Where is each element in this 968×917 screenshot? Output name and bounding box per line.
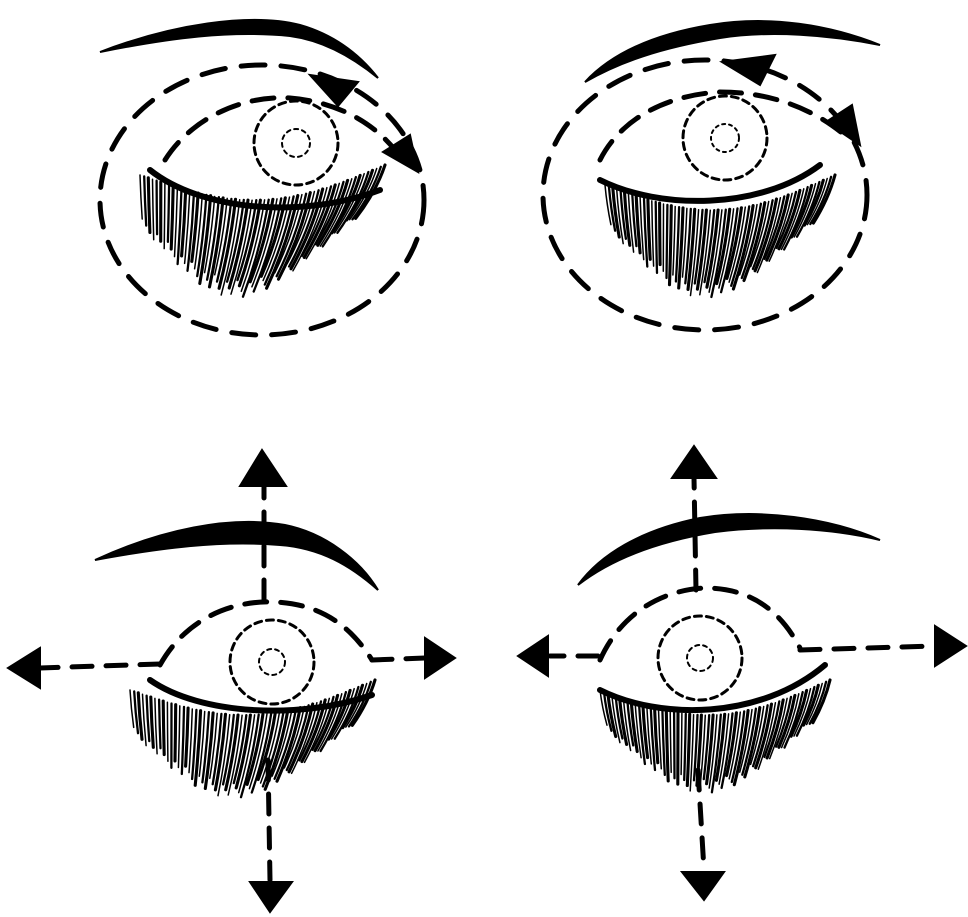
eyelash <box>153 179 154 239</box>
iris <box>230 620 314 704</box>
panel-bottom-left <box>8 450 455 912</box>
eyelash <box>660 203 661 265</box>
eyelash <box>655 708 658 763</box>
eyebrow <box>578 514 880 585</box>
arrow-up-head <box>240 450 286 486</box>
eyelash <box>175 705 176 761</box>
arrow-down-head <box>250 882 292 912</box>
upper-eyelid-dashed <box>600 588 800 660</box>
eyelash <box>662 710 664 775</box>
eyebrow <box>100 20 378 78</box>
arrow-right-line <box>800 646 935 650</box>
eyebrow <box>95 522 378 590</box>
arrow-down-line <box>698 770 704 870</box>
panel-bottom-right <box>518 446 966 900</box>
upper-eyelid-dashed <box>160 602 372 665</box>
eyelash <box>656 202 657 273</box>
lower-eyelid <box>600 665 825 710</box>
eyelash <box>666 711 668 781</box>
eyelash <box>670 712 671 773</box>
eyelash <box>670 206 672 285</box>
eyelash <box>144 176 146 225</box>
arrow-right-line <box>372 658 425 660</box>
pupil <box>687 645 713 671</box>
pupil <box>282 129 310 157</box>
arrow-down-head <box>682 872 724 900</box>
eyelash <box>148 178 150 233</box>
eyelash <box>171 186 173 249</box>
arrow-up-head <box>672 446 716 478</box>
iris <box>658 616 742 700</box>
eyelash <box>140 175 142 219</box>
arrow-left-head <box>518 636 548 676</box>
eyelash <box>163 701 164 755</box>
eyebrow <box>585 21 880 82</box>
eyelash <box>164 183 165 248</box>
eyelash <box>681 713 682 774</box>
eyelash <box>648 200 650 260</box>
eyelash <box>147 696 150 741</box>
panel-top-right <box>543 21 880 330</box>
arrow-left-line <box>40 664 160 668</box>
arrow-right-head <box>935 626 966 666</box>
eyelash <box>168 185 169 242</box>
eyelash <box>167 702 168 761</box>
eyelash <box>151 697 154 747</box>
arrow-left-head <box>8 648 40 688</box>
pupil <box>259 649 285 675</box>
eyelash <box>155 698 157 753</box>
panel-top-left <box>100 20 424 335</box>
iris <box>254 101 338 185</box>
eyelash <box>157 181 158 235</box>
eyelash <box>189 709 192 773</box>
iris <box>683 96 767 180</box>
eyelash <box>178 706 179 768</box>
eyelash <box>684 714 686 780</box>
eyelash <box>673 207 675 276</box>
arrow-head <box>310 75 358 106</box>
eyelash <box>175 187 178 256</box>
arrow-up-line <box>694 478 696 590</box>
inner-circular-path <box>600 92 850 160</box>
eyelash <box>130 690 134 727</box>
eyelash <box>687 714 689 785</box>
eyelash <box>159 700 160 749</box>
arrow-right-head <box>425 638 455 678</box>
eyelash <box>667 205 668 278</box>
eyelash <box>186 708 189 766</box>
eyelash <box>182 707 184 774</box>
inner-circular-path <box>165 98 395 160</box>
pupil <box>711 124 739 152</box>
eyelash <box>652 201 654 266</box>
